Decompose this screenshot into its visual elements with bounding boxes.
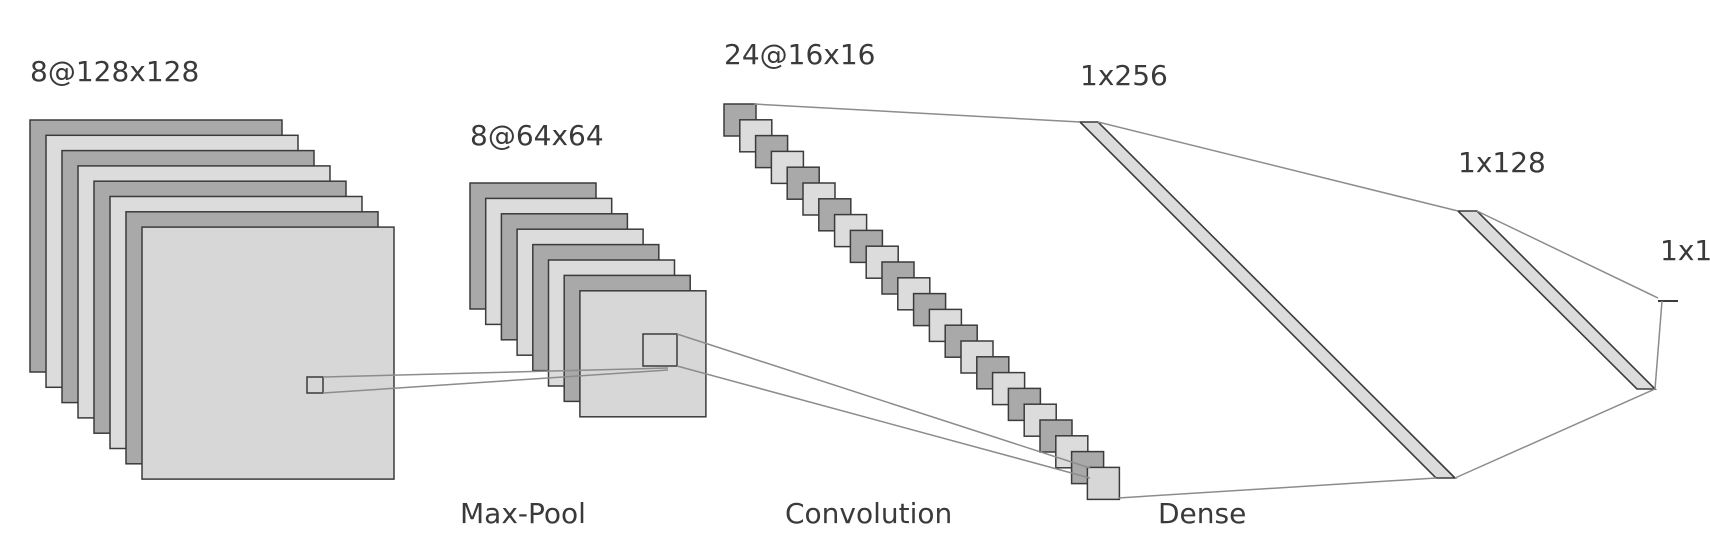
- connection-lines: [306, 103, 1663, 499]
- kernel-1-line-top: [322, 367, 669, 378]
- conv-kernel-window-2: [642, 333, 678, 367]
- maxpool-feature-map-stack: [469, 182, 707, 418]
- kernel-2-line-top: [676, 333, 1091, 469]
- label-layer-2: 8@64x64: [470, 119, 604, 152]
- input-feature-map-stack: [29, 119, 395, 480]
- maxpool-feature-map: [579, 290, 707, 418]
- label-layer-6: 1x1: [1660, 234, 1710, 267]
- conv-kernel-window-1: [306, 376, 324, 394]
- dense-128-bar: [1456, 210, 1657, 390]
- conv-feature-map-chain: [723, 103, 1121, 501]
- layer-labels: 8@128x128 8@64x64 24@16x16 1x256 1x128 1…: [30, 38, 1710, 267]
- conv-to-dense256-top: [753, 103, 1081, 123]
- dense256-to-dense128-top: [1097, 121, 1459, 212]
- label-layer-4: 1x256: [1080, 59, 1168, 92]
- kernel-2-line-bottom: [676, 365, 1091, 479]
- label-dense: Dense: [1158, 497, 1246, 530]
- label-layer-3: 24@16x16: [724, 38, 875, 71]
- kernel-1-line-bottom: [322, 369, 669, 394]
- label-convolution: Convolution: [785, 497, 952, 530]
- dense-layers: [1078, 121, 1678, 479]
- operation-labels: Max-Pool Convolution Dense: [460, 497, 1246, 530]
- dense128-to-output-top: [1476, 210, 1659, 299]
- dense256-to-dense128-bottom: [1454, 388, 1656, 479]
- conv-feature-map: [1086, 466, 1121, 501]
- dense-256-bar: [1078, 121, 1457, 479]
- label-layer-5: 1x128: [1458, 146, 1546, 179]
- label-maxpool: Max-Pool: [460, 497, 586, 530]
- label-layer-1: 8@128x128: [30, 55, 199, 88]
- input-feature-map: [141, 226, 395, 480]
- dense128-to-output-bottom: [1654, 300, 1663, 390]
- conv-to-dense256-bottom: [1117, 477, 1437, 499]
